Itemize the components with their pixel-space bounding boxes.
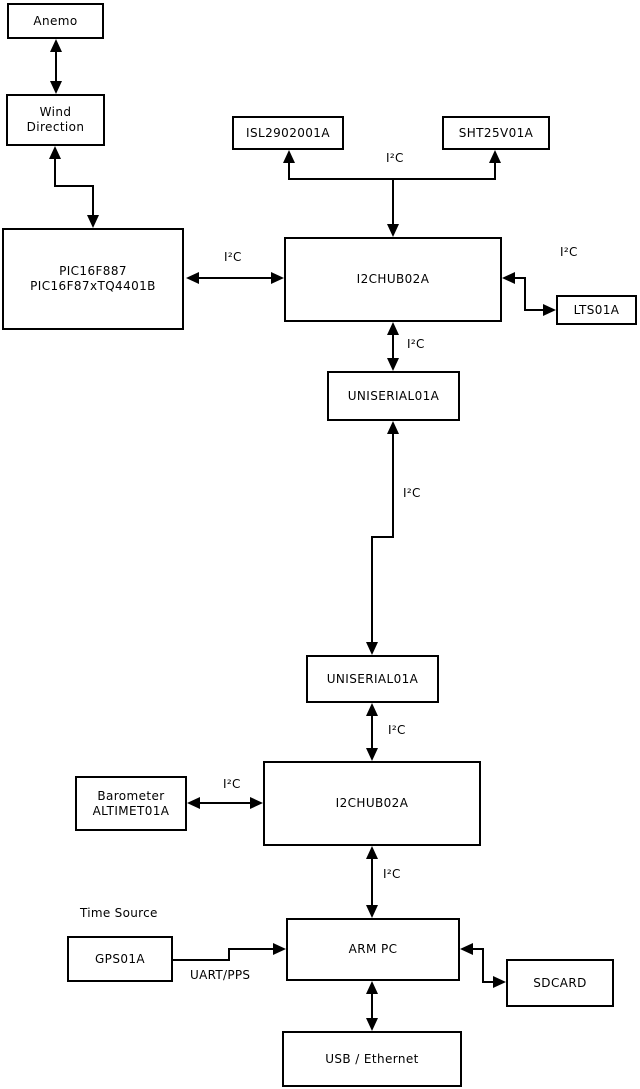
node-arm-pc-label: ARM PC xyxy=(348,942,398,956)
edge-uniserial1-uniserial2 xyxy=(366,421,399,655)
node-wind-direction-label-line1: Wind xyxy=(39,105,72,119)
node-uniserial01a-lower: UNISERIAL01A xyxy=(306,655,439,703)
node-uniserial01a-upper: UNISERIAL01A xyxy=(327,371,460,421)
node-i2chub02a-lower-label: I2CHUB02A xyxy=(335,796,409,810)
node-anemo: Anemo xyxy=(7,3,104,39)
node-i2chub02a-upper-label: I2CHUB02A xyxy=(356,272,430,286)
node-i2chub02a-upper: I2CHUB02A xyxy=(284,237,502,322)
edge-label-i2c-pic-hub1: I²C xyxy=(224,250,242,264)
edge-uniserial2-hub2 xyxy=(366,703,378,761)
node-gps01a: GPS01A xyxy=(67,936,173,982)
edge-anemo-wind xyxy=(50,39,62,94)
edge-wind-pic xyxy=(49,146,99,228)
node-barometer-label-line2: ALTIMET01A xyxy=(92,803,170,818)
node-uniserial01a-lower-label: UNISERIAL01A xyxy=(326,671,419,686)
node-wind-direction: Wind Direction xyxy=(6,94,105,146)
edge-label-i2c-uniserial2-hub2: I²C xyxy=(388,723,406,737)
node-usb-ethernet-label: USB / Ethernet xyxy=(325,1051,419,1066)
node-barometer-altimet01a: Barometer ALTIMET01A xyxy=(75,776,187,831)
edge-label-i2c-barometer-hub2: I²C xyxy=(223,777,241,791)
node-wind-direction-label-line2: Direction xyxy=(26,120,85,134)
node-isl2902001a-label: ISL2902001A xyxy=(246,125,330,140)
edge-hub1-sensors xyxy=(283,150,501,237)
node-lts01a-label: LTS01A xyxy=(573,302,620,317)
node-usb-ethernet: USB / Ethernet xyxy=(282,1031,462,1087)
node-sht25v01a-label: SHT25V01A xyxy=(458,125,534,140)
node-isl2902001a: ISL2902001A xyxy=(232,116,344,150)
node-sdcard-label: SDCARD xyxy=(533,975,587,990)
edge-gps-armpc xyxy=(173,943,286,961)
node-pic16f887-label-line2: PIC16F87xTQ4401B xyxy=(30,279,156,293)
edge-pic-hub1 xyxy=(186,272,284,284)
edge-label-i2c-hub1-sensors: I²C xyxy=(386,151,404,165)
edge-armpc-usb xyxy=(366,981,378,1031)
node-lts01a: LTS01A xyxy=(556,295,637,325)
node-i2chub02a-lower: I2CHUB02A xyxy=(263,761,481,846)
node-gps01a-label: GPS01A xyxy=(94,951,146,966)
node-pic16f887: PIC16F887 PIC16F87xTQ4401B xyxy=(2,228,184,330)
node-sht25v01a: SHT25V01A xyxy=(442,116,550,150)
edge-label-i2c-hub2-armpc: I²C xyxy=(383,867,401,881)
edge-armpc-sdcard xyxy=(460,943,506,988)
edge-hub2-armpc xyxy=(366,846,378,918)
edge-label-i2c-hub1-uniserial1: I²C xyxy=(407,337,425,351)
caption-time-source: Time Source xyxy=(80,906,158,920)
edge-label-i2c-hub1-lts: I²C xyxy=(560,245,578,259)
edge-label-i2c-uniserial1-uniserial2: I²C xyxy=(403,486,421,500)
node-barometer-label-line1: Barometer xyxy=(97,788,165,803)
edge-label-uart-pps: UART/PPS xyxy=(190,968,251,982)
node-pic16f887-label-line1: PIC16F887 xyxy=(59,264,127,278)
node-sdcard: SDCARD xyxy=(506,959,614,1007)
node-anemo-label: Anemo xyxy=(33,13,78,28)
edge-hub1-lts xyxy=(502,272,556,316)
edge-barometer-hub2 xyxy=(187,797,263,809)
edge-hub1-uniserial1 xyxy=(387,322,399,371)
node-uniserial01a-upper-label: UNISERIAL01A xyxy=(347,388,440,403)
node-arm-pc: ARM PC xyxy=(286,918,460,981)
